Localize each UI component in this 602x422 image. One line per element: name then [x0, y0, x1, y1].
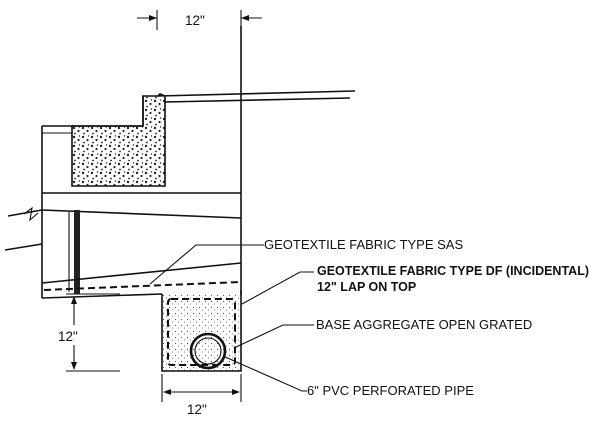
bottom-dim-arrow-left [163, 389, 171, 395]
top-dimension: 12" [137, 10, 262, 30]
curb-top-edge [157, 90, 356, 97]
callout-fabric-sas: GEOTEXTILE FABRIC TYPE SAS [149, 237, 463, 285]
top-dim-arrow-right [241, 15, 249, 21]
label-base-aggregate: BASE AGGREGATE OPEN GRATED [316, 317, 532, 332]
bottom-dimension: 12" [161, 374, 242, 417]
leader-fabric-sas [149, 244, 264, 285]
subbase-top-line [41, 209, 242, 219]
geotextile-sas-line [43, 281, 242, 291]
left-dimension-label: 12" [58, 329, 78, 344]
left-dimension: 12" [58, 293, 120, 372]
geotextile-df-wrap [167, 298, 236, 366]
curb-concrete-fill [71, 93, 166, 187]
joint-filler-strip [74, 210, 80, 294]
leader-fabric-df [241, 271, 314, 305]
pvc-pipe-inner [194, 337, 222, 365]
left-dim-arrow-bottom [71, 362, 77, 370]
top-dim-arrow-left [149, 15, 157, 21]
pvc-pipe [189, 332, 227, 370]
label-fabric-df-line1: GEOTEXTILE FABRIC TYPE DF (INCIDENTAL) [317, 264, 589, 278]
label-fabric-sas: GEOTEXTILE FABRIC TYPE SAS [264, 237, 463, 252]
subgrade-bottom-line [41, 293, 163, 299]
callout-fabric-df: GEOTEXTILE FABRIC TYPE DF (INCIDENTAL) 1… [241, 264, 589, 305]
leader-base-aggregate [233, 324, 314, 349]
trench-aggregate-fill [162, 294, 241, 371]
break-symbol [23, 206, 39, 222]
bottom-dimension-label: 12" [187, 402, 207, 417]
curb-top-edge-lower [164, 97, 351, 103]
leader-pipe [222, 355, 307, 392]
curb-and-gutter [41, 90, 356, 298]
label-pipe: 6" PVC PERFORATED PIPE [307, 383, 474, 398]
left-dim-arrow-top [71, 296, 77, 304]
break-line-lower [4, 243, 43, 251]
label-fabric-df-line2: 12" LAP ON TOP [317, 280, 416, 294]
subgrade-slope-line [41, 262, 242, 284]
callout-base-aggregate: BASE AGGREGATE OPEN GRATED [233, 317, 532, 349]
callout-pipe: 6" PVC PERFORATED PIPE [222, 355, 474, 398]
top-dimension-label: 12" [185, 13, 205, 28]
trench-outline [161, 290, 242, 372]
bottom-dim-arrow-right [232, 389, 240, 395]
